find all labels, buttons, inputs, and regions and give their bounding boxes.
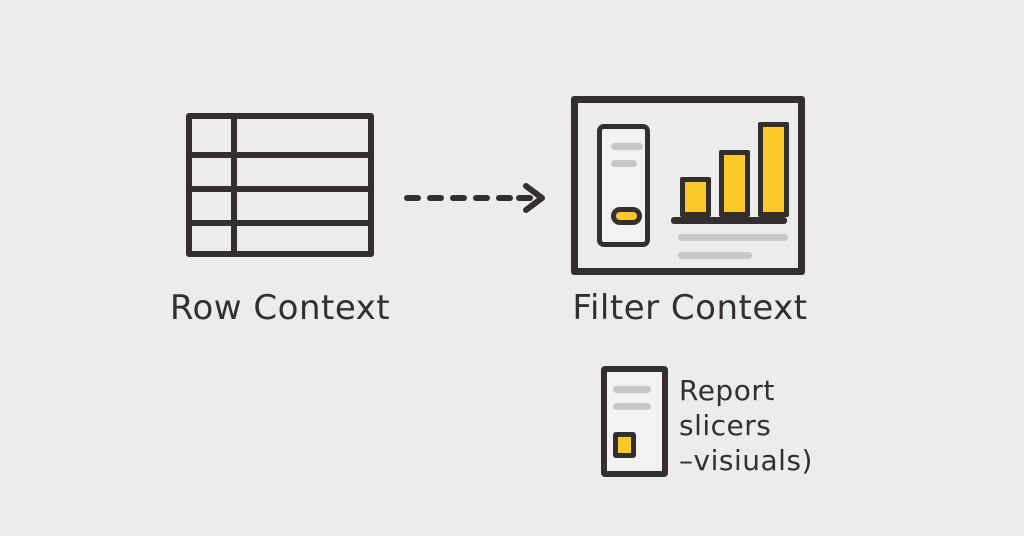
slicer-card-text-line bbox=[613, 403, 651, 410]
filter-context-label: Filter Context bbox=[572, 288, 808, 328]
legend-caption-line-2: slicers bbox=[679, 409, 772, 442]
slicer-text-line bbox=[611, 143, 643, 150]
bar-chart-icon bbox=[671, 122, 793, 224]
row-context-table-icon bbox=[186, 113, 374, 257]
table-column-divider bbox=[231, 113, 237, 257]
slicer-text-line bbox=[611, 160, 637, 167]
arrow-dash bbox=[496, 195, 513, 201]
slicer-card-border bbox=[601, 366, 668, 477]
table-row-divider-1 bbox=[186, 152, 374, 158]
dashed-arrow-right-icon bbox=[404, 180, 548, 216]
legend-caption: Report slicers –visiuals) bbox=[679, 373, 813, 478]
chart-bar bbox=[719, 150, 750, 217]
legend-caption-line-3: –visiuals) bbox=[679, 444, 813, 477]
slicer-card-selected-square bbox=[613, 432, 636, 458]
arrow-dash bbox=[427, 195, 444, 201]
arrow-dash bbox=[473, 195, 490, 201]
row-context-label: Row Context bbox=[169, 288, 391, 328]
slicer-panel-icon bbox=[597, 124, 650, 247]
arrow-head-icon bbox=[523, 183, 545, 213]
report-page-icon bbox=[571, 96, 805, 275]
legend-caption-line-1: Report bbox=[679, 374, 775, 407]
slicer-card-icon bbox=[601, 366, 668, 477]
table-row-divider-3 bbox=[186, 220, 374, 226]
arrow-dash bbox=[450, 195, 467, 201]
chart-bar bbox=[680, 177, 711, 217]
table-row-divider-2 bbox=[186, 186, 374, 192]
report-body-line bbox=[678, 252, 752, 259]
slicer-card-text-line bbox=[613, 386, 651, 393]
arrow-dash bbox=[404, 195, 421, 201]
report-body-line bbox=[678, 234, 788, 241]
chart-bar bbox=[758, 122, 789, 217]
slicer-selected-pill bbox=[611, 207, 642, 225]
arrow-dash bbox=[516, 195, 533, 201]
table-outer-border bbox=[186, 113, 374, 257]
chart-baseline bbox=[671, 217, 787, 224]
